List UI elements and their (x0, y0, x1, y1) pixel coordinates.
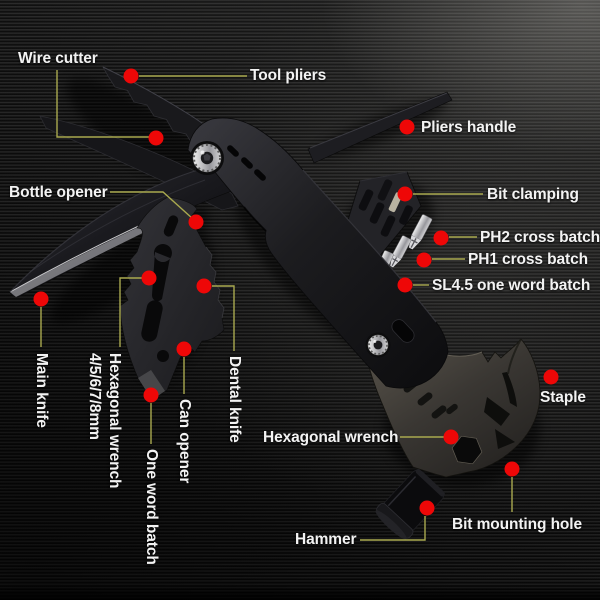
callout-pliers-handle (399, 119, 415, 135)
claw-sliver-cutout (502, 372, 517, 407)
callout-line (360, 516, 426, 541)
callout-ph2 (433, 230, 477, 246)
callout-staple (543, 369, 559, 385)
label-bit-mounting-hole: Bit mounting hole (452, 516, 583, 533)
callout-dot (33, 291, 49, 307)
callout-hammer (360, 500, 435, 541)
label-tool-pliers: Tool pliers (250, 67, 327, 84)
chisel-bevel (138, 370, 165, 400)
hex-wrench-hole (451, 435, 483, 465)
callout-dot (123, 68, 139, 84)
callout-dot (419, 500, 435, 516)
callout-dot (443, 429, 459, 445)
plate-slot (141, 300, 163, 342)
bit-slot (358, 189, 374, 211)
head-slot (417, 392, 433, 406)
handle-groove (227, 145, 239, 157)
callout-bottle-opener (110, 191, 204, 230)
pliers-handle-bar (307, 91, 453, 164)
label-bottle-opener: Bottle opener (9, 184, 108, 201)
callout-dot (397, 277, 413, 293)
bar-highlight (309, 92, 448, 149)
callout-line (56, 70, 150, 138)
pivot-screw (190, 141, 224, 175)
label-main-knife: Main knife (33, 353, 50, 428)
callout-dot (143, 387, 159, 403)
blade-edge-glint (9, 222, 146, 293)
callout-can-opener (176, 341, 192, 394)
callout-dot (148, 130, 164, 146)
plate-notch (163, 215, 179, 237)
callout-dot (176, 341, 192, 357)
callout-dot (196, 278, 212, 294)
finger-scallop-shadow (243, 206, 267, 232)
claw-inner-shade (507, 338, 522, 375)
label-wire-cutter: Wire cutter (18, 50, 98, 67)
claw-cutout (495, 429, 515, 449)
callout-dot (399, 119, 415, 135)
callout-dot (188, 214, 204, 230)
callout-dot (504, 461, 520, 477)
bit-slot (369, 202, 385, 224)
label-hex-wrench-sizes-line1: Hexagonal wrench (106, 353, 123, 489)
label-one-word-batch: One word batch (143, 449, 160, 565)
blade-grind-line (29, 179, 206, 273)
handle-body (187, 117, 449, 389)
callout-sl45 (397, 277, 429, 293)
handle-groove (241, 157, 253, 169)
mat-bottom-edge (0, 584, 600, 600)
label-ph1-cross-batch: PH1 cross batch (468, 251, 588, 268)
label-sl45-one-word-batch: SL4.5 one word batch (432, 277, 591, 294)
holder-edge-highlight (359, 171, 408, 182)
callout-ph1 (416, 252, 465, 268)
callout-wire-cutter (56, 70, 164, 146)
callout-dot (397, 186, 413, 202)
lanyard-slot (391, 319, 415, 343)
callout-dot (416, 252, 432, 268)
callout-dot (543, 369, 559, 385)
callouts (33, 68, 559, 541)
bit-slot (377, 179, 393, 201)
label-hex-wrench-sizes-line2: 4/5/6/7/8mm (86, 353, 103, 440)
callout-dot (433, 230, 449, 246)
callout-one-word-batch (143, 387, 159, 444)
plate-hole (157, 350, 169, 362)
label-bit-clamping: Bit clamping (487, 186, 579, 203)
callout-bit-clamping (397, 186, 483, 202)
head-slot (446, 403, 458, 415)
callout-tool-pliers (123, 68, 247, 84)
bit-ph2 (408, 214, 433, 250)
bit-slot (380, 215, 396, 237)
callout-line (110, 191, 194, 220)
label-pliers-handle: Pliers handle (421, 119, 517, 136)
callout-line (212, 285, 235, 351)
claw-cutout (484, 397, 510, 426)
callout-hex-wrench-sizes (119, 270, 157, 347)
hammer-face (375, 468, 445, 540)
bit-ph1 (390, 235, 412, 268)
label-can-opener: Can opener (176, 399, 193, 484)
handle-groove (254, 169, 266, 181)
callout-main-knife (33, 291, 49, 347)
callout-hexagonal-wrench (400, 429, 459, 445)
callout-line (119, 277, 142, 347)
label-hammer: Hammer (295, 531, 357, 548)
label-staple: Staple (540, 389, 586, 406)
label-dental-knife: Dental knife (226, 356, 243, 443)
label-hex-wrench-sizes: Hexagonal wrench 4/5/6/7/8mm (84, 353, 124, 488)
bit-slot (399, 205, 413, 225)
plate-keyhole-cutout (152, 244, 172, 302)
head-slot (431, 405, 447, 419)
callout-bit-mounting-hole (504, 461, 520, 512)
callout-dental-knife (196, 278, 235, 351)
teeth-highlight (205, 246, 225, 319)
lower-screw (365, 332, 391, 358)
callout-dot (141, 270, 157, 286)
handle-edge-highlight (302, 169, 437, 323)
label-ph2-cross-batch: PH2 cross batch (480, 229, 600, 246)
blade-bevel (10, 224, 149, 297)
label-hexagonal-wrench: Hexagonal wrench (263, 429, 399, 446)
